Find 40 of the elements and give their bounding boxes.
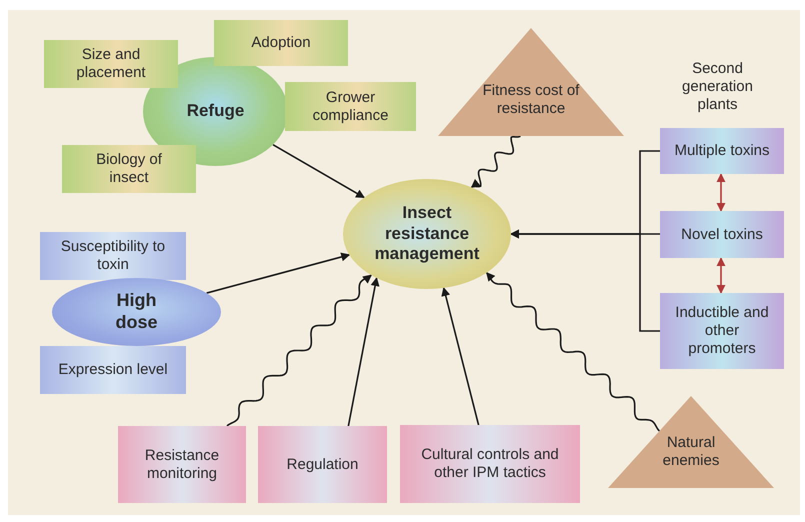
node-text: Multiple toxins [674, 142, 770, 160]
factor-box [40, 232, 186, 280]
node-text: Grower compliance [312, 88, 390, 124]
node-text: Inductible and other promoters [674, 304, 770, 358]
arrow [716, 257, 726, 294]
factor-box [660, 293, 784, 369]
factor-box [660, 128, 784, 174]
wavy-arrow [226, 274, 372, 427]
node-text: Insect resistance management [374, 203, 480, 265]
node-text: Novel toxins [681, 226, 763, 244]
factor-box [400, 425, 580, 503]
arrow [716, 173, 726, 212]
factor-box [40, 346, 186, 394]
arrow [206, 252, 350, 294]
node-text: Expression level [58, 361, 168, 379]
factor-box [118, 426, 246, 503]
wavy-arrow [486, 272, 660, 432]
node-text: Resistance monitoring [144, 446, 220, 482]
node-text: Adoption [251, 34, 311, 52]
arrow [348, 277, 380, 426]
group-heading: Second generation plants [681, 60, 754, 114]
node-text: High dose [114, 290, 158, 334]
arrow [441, 286, 480, 426]
factor-box [214, 20, 348, 66]
node-text: Biology of insect [95, 151, 163, 187]
node-text: Refuge [186, 101, 244, 122]
factor-box [285, 82, 416, 131]
wavy-arrow [470, 135, 521, 188]
node-text: Natural enemies [662, 434, 720, 470]
node-text: Size and placement [75, 46, 147, 82]
arrow [272, 144, 365, 198]
node-text: Fitness cost of resistance [482, 82, 580, 118]
node-text: Regulation [286, 456, 358, 474]
arrow [510, 230, 660, 332]
factor-box [44, 40, 178, 88]
factor-box [62, 145, 196, 193]
node-text: Susceptibility to toxin [60, 238, 166, 274]
node-text: Cultural controls and other IPM tactics [420, 446, 560, 482]
factor-box [660, 211, 784, 258]
factor-box [258, 426, 387, 503]
